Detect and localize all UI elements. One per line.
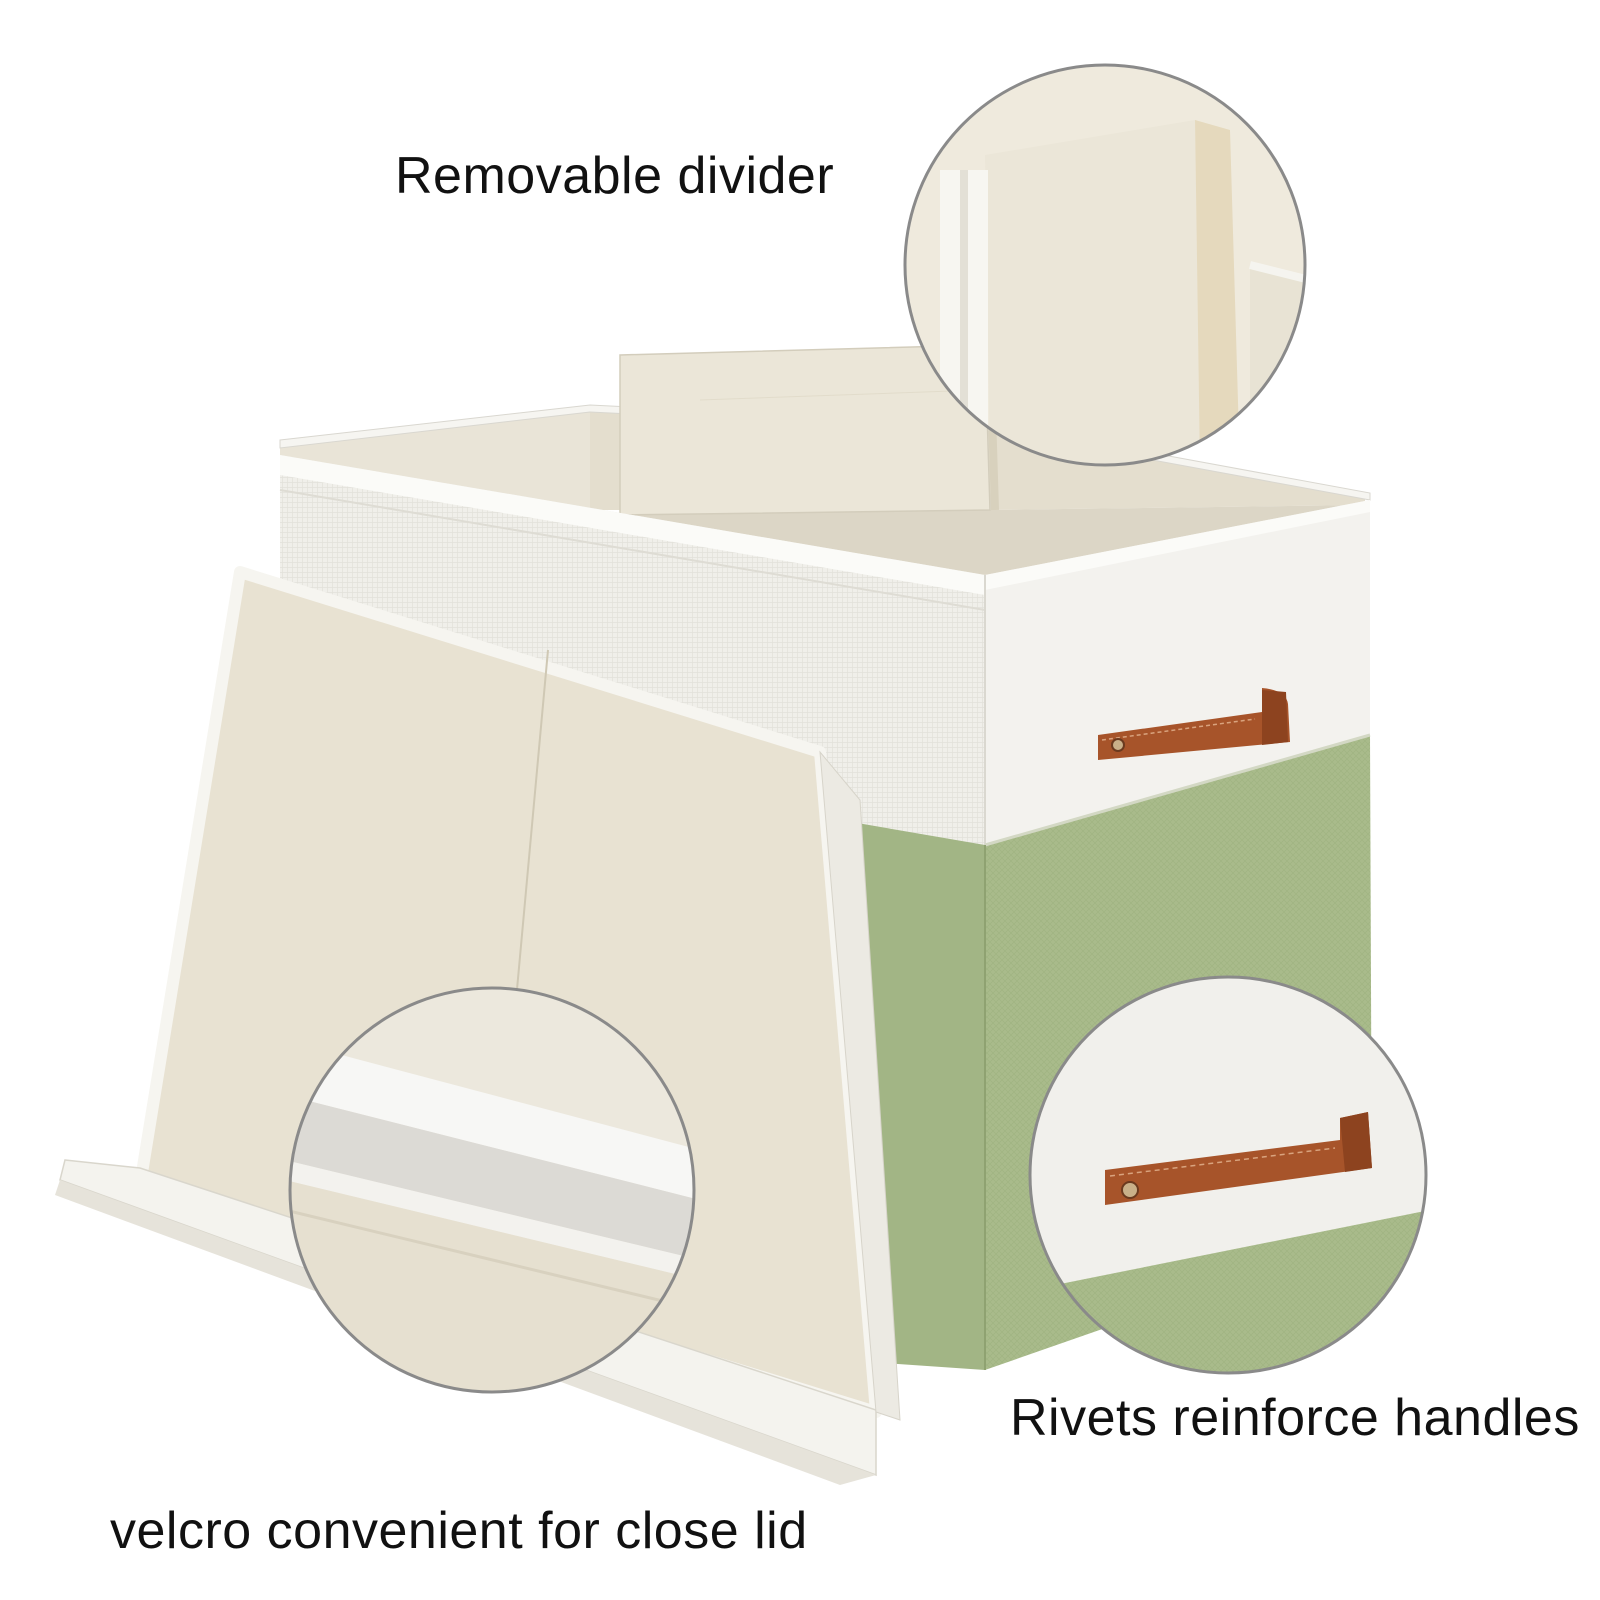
caption-removable-divider: Removable divider	[395, 147, 835, 205]
caption-rivets-reinforce-handles: Rivets reinforce handles	[1010, 1389, 1580, 1447]
caption-velcro-close-lid: velcro convenient for close lid	[110, 1502, 808, 1560]
rivet-icon	[1121, 1181, 1139, 1199]
handle-closeup-callout	[1028, 975, 1428, 1375]
rivet-icon	[1111, 738, 1125, 752]
leather-handle-icon	[1098, 688, 1290, 760]
velcro-closeup-callout	[288, 986, 696, 1394]
